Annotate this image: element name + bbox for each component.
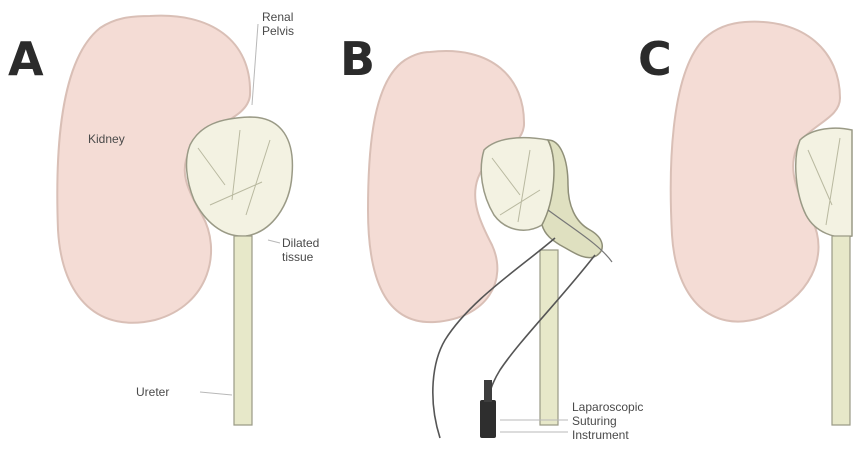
- panel-a-ureter: [234, 236, 252, 425]
- panel-b-ureter: [540, 250, 558, 425]
- label-renal-pelvis: Renal Pelvis: [262, 10, 294, 38]
- label-laparoscopic-instrument: Laparoscopic Suturing Instrument: [572, 400, 643, 442]
- panel-c-ureter: [832, 236, 850, 425]
- panel-c-illustration: [671, 22, 852, 425]
- panel-b-renal-pelvis: [481, 138, 554, 231]
- label-ureter: Ureter: [136, 385, 169, 399]
- label-dilated-tissue: Dilated tissue: [282, 236, 319, 264]
- panel-c-letter: C: [638, 36, 672, 82]
- label-kidney: Kidney: [88, 132, 125, 146]
- panel-b-instrument: [480, 400, 496, 438]
- panel-a-illustration: [57, 16, 292, 425]
- panel-b-letter: B: [340, 36, 375, 82]
- panel-a-letter: A: [8, 36, 44, 82]
- panel-b-illustration: [368, 51, 612, 438]
